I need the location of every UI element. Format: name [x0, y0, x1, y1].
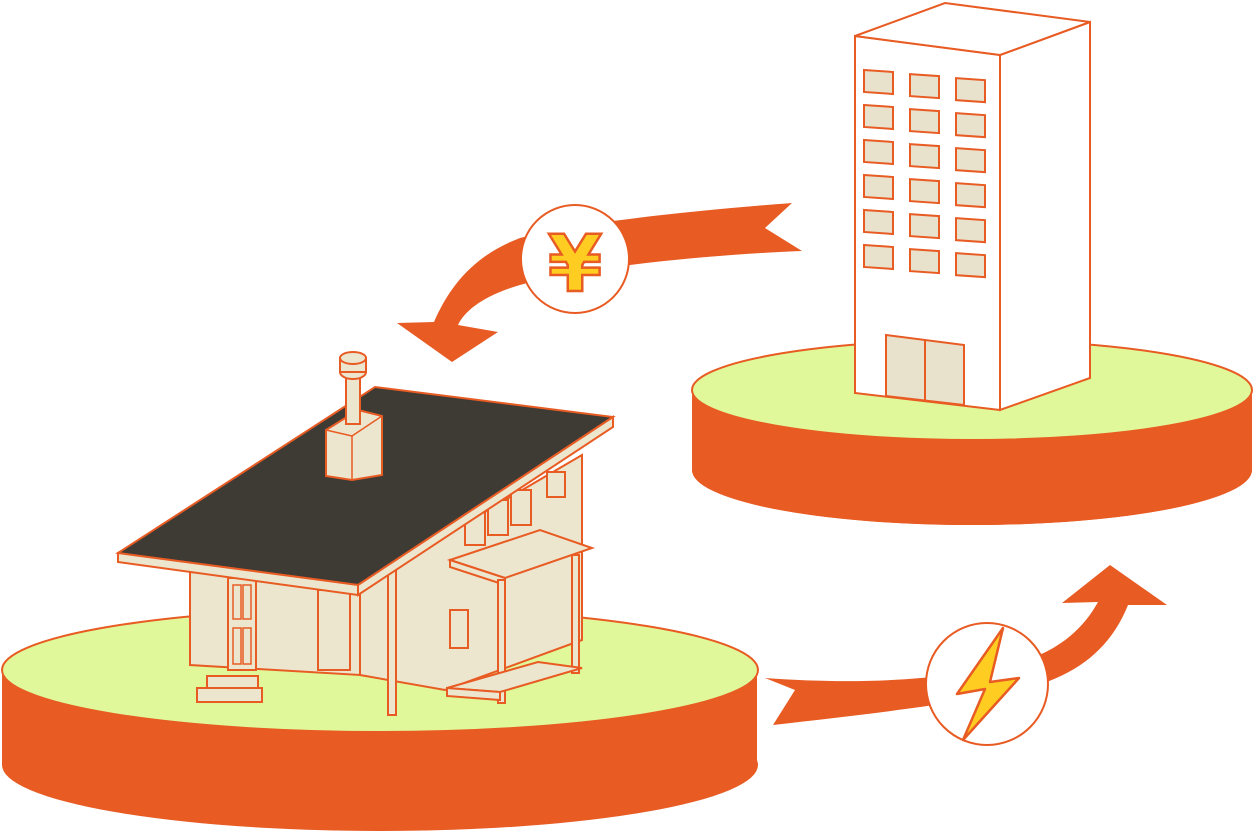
lightning-bolt-icon: [955, 626, 1021, 742]
building-window: [909, 213, 940, 240]
building-window: [955, 147, 986, 174]
building-window: [955, 217, 986, 244]
energy-flow-arrow: [765, 565, 1167, 725]
building-window: [863, 68, 894, 96]
money-flow-arrow: [397, 203, 802, 362]
house-icon: [115, 351, 616, 716]
building-window: [863, 173, 894, 201]
building-window: [955, 112, 986, 139]
building-window: [909, 178, 940, 205]
yen-badge: ¥: [520, 204, 630, 314]
building-window: [909, 248, 940, 275]
building-window: [909, 108, 940, 135]
office-building-icon: [854, 1, 1091, 412]
building-windows: [863, 68, 986, 279]
building-window: [909, 143, 940, 170]
building-window: [863, 138, 894, 166]
building-window: [909, 73, 940, 100]
yen-icon: ¥: [548, 220, 602, 310]
building-window: [863, 243, 894, 271]
building-window: [955, 182, 986, 209]
building-window: [863, 103, 894, 131]
building-platform: [691, 339, 1253, 525]
building-window: [955, 77, 986, 104]
building-window: [955, 252, 986, 279]
building-window: [863, 208, 894, 236]
lightning-badge: [925, 622, 1049, 746]
